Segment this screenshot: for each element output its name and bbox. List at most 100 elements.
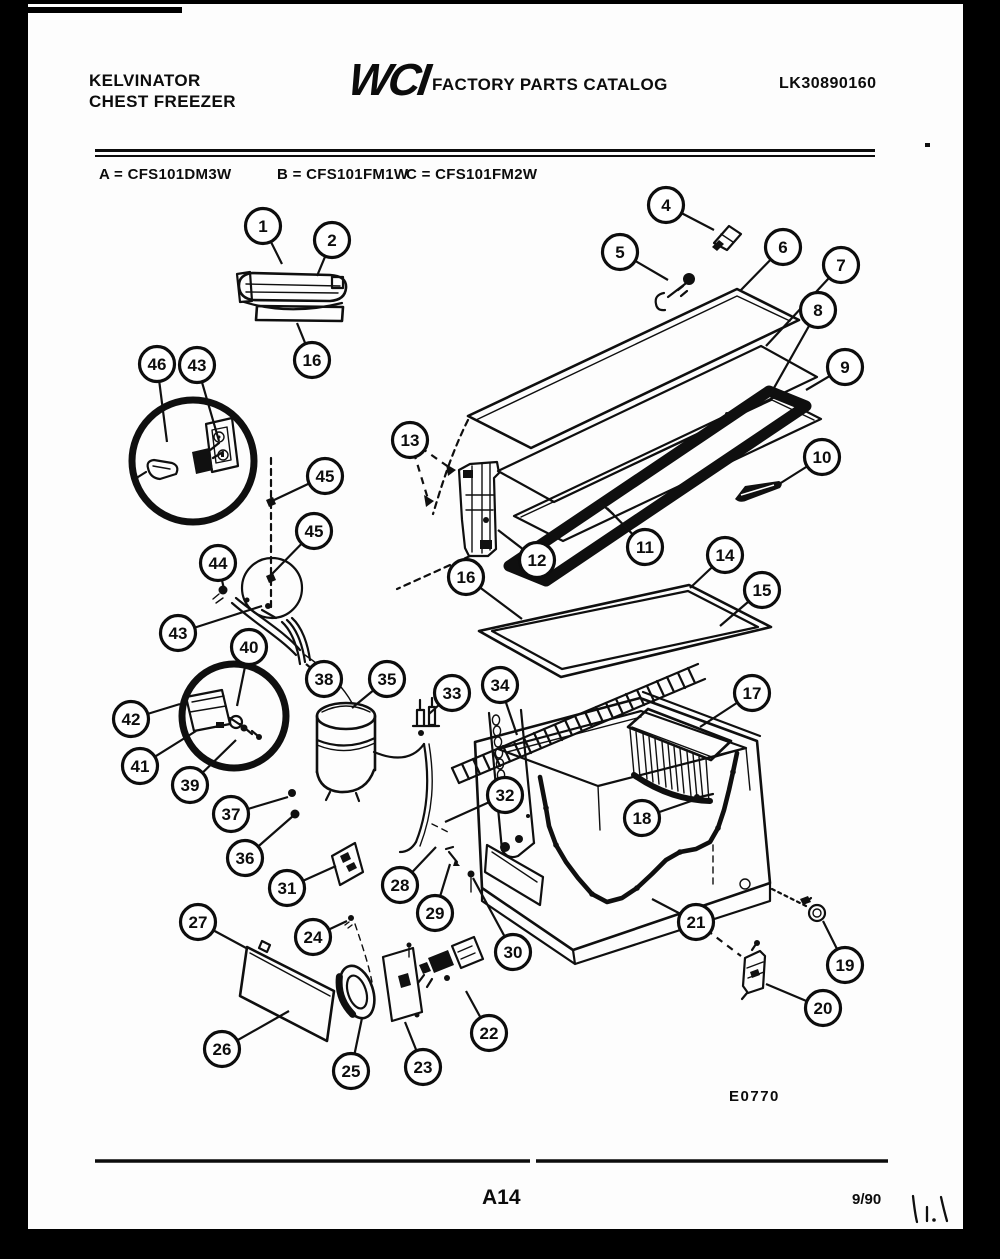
model-b: B = CFS101FM1W [277, 166, 409, 183]
callout-6: 6 [739, 227, 803, 292]
machine-compartment-parts [238, 789, 485, 1043]
svg-text:44: 44 [209, 554, 228, 573]
svg-text:28: 28 [391, 876, 410, 895]
callout-41: 41 [120, 730, 197, 786]
svg-text:26: 26 [213, 1040, 232, 1059]
callout-17: 17 [699, 673, 772, 728]
svg-text:37: 37 [222, 805, 241, 824]
svg-text:15: 15 [753, 581, 772, 600]
callout-23: 23 [403, 1021, 443, 1087]
lid-spacer-strip [735, 481, 782, 502]
header-rule-bottom [95, 155, 875, 157]
callout-19: 19 [822, 920, 865, 985]
callout-45: 45 [270, 511, 334, 576]
callout-43: 43 [158, 604, 263, 653]
callout-43: 43 [177, 345, 221, 442]
callout-16: 16 [292, 322, 332, 380]
leveler-clip-group [740, 896, 827, 1001]
svg-text:31: 31 [278, 879, 297, 898]
callout-1: 1 [243, 206, 283, 265]
svg-text:29: 29 [426, 904, 445, 923]
callout-40: 40 [229, 627, 269, 707]
svg-text:27: 27 [189, 913, 208, 932]
scan-edge-right [963, 0, 1000, 1259]
svg-text:36: 36 [236, 849, 255, 868]
page-number: A14 [482, 1186, 521, 1209]
callout-39: 39 [170, 739, 237, 805]
callout-46: 46 [137, 344, 177, 443]
figure-code: E0770 [729, 1088, 780, 1105]
svg-text:11: 11 [636, 538, 654, 557]
callout-34: 34 [480, 665, 520, 736]
svg-text:10: 10 [813, 448, 832, 467]
svg-text:33: 33 [443, 684, 462, 703]
svg-text:4: 4 [661, 196, 671, 215]
thermostat-hardware-group [212, 456, 353, 704]
scan-edge-bottom [0, 1229, 1000, 1259]
svg-text:40: 40 [240, 638, 259, 657]
svg-text:20: 20 [814, 999, 833, 1018]
callout-28: 28 [380, 846, 437, 905]
callout-29: 29 [415, 863, 455, 933]
svg-text:5: 5 [615, 243, 624, 262]
svg-text:45: 45 [305, 522, 324, 541]
callout-44: 44 [198, 543, 238, 590]
svg-text:25: 25 [342, 1062, 361, 1081]
date-code: 9/90 [852, 1191, 882, 1208]
svg-text:18: 18 [633, 809, 652, 828]
svg-text:23: 23 [414, 1058, 433, 1077]
callout-22: 22 [465, 990, 509, 1053]
callout-15: 15 [719, 570, 782, 627]
cord-detail-balloon [128, 396, 258, 526]
header-rule-top [95, 149, 875, 152]
brand-line2: CHEST FREEZER [89, 92, 236, 111]
callout-32: 32 [444, 775, 525, 824]
scan-edge-top [28, 0, 1000, 4]
lid-stack-group [431, 287, 823, 587]
svg-text:8: 8 [813, 301, 822, 320]
basket-group [626, 707, 737, 804]
svg-text:16: 16 [457, 568, 476, 587]
scan-edge-left [0, 0, 28, 1259]
svg-text:38: 38 [315, 670, 334, 689]
svg-text:6: 6 [778, 238, 787, 257]
lid-handle-group [235, 270, 348, 323]
callout-20: 20 [765, 982, 843, 1028]
callout-33: 33 [428, 673, 472, 715]
svg-text:21: 21 [687, 913, 706, 932]
svg-text:9: 9 [840, 358, 849, 377]
cabinet-group [473, 690, 808, 966]
svg-text:2: 2 [327, 231, 336, 250]
model-a: A = CFS101DM3W [99, 166, 232, 183]
svg-text:43: 43 [169, 624, 188, 643]
callout-18: 18 [622, 796, 701, 838]
callout-36: 36 [225, 815, 294, 878]
callout-13: 13 [390, 420, 451, 500]
callout-37: 37 [211, 794, 289, 834]
brand-line1: KELVINATOR [89, 71, 201, 90]
svg-text:7: 7 [836, 256, 845, 275]
callout-4: 4 [646, 185, 715, 231]
callout-42: 42 [111, 699, 181, 739]
callout-16: 16 [446, 557, 523, 620]
catalog-part-number: LK30890160 [779, 75, 877, 92]
callout-7: 7 [765, 245, 861, 347]
svg-text:46: 46 [148, 355, 167, 374]
svg-text:19: 19 [836, 956, 855, 975]
svg-text:12: 12 [528, 551, 547, 570]
callout-27: 27 [178, 902, 249, 950]
callout-45: 45 [271, 456, 345, 502]
compressor-group [315, 696, 449, 854]
svg-text:1: 1 [258, 217, 267, 236]
drain-screws-group [444, 845, 475, 893]
callout-11: 11 [606, 507, 665, 567]
callout-26: 26 [202, 1010, 290, 1069]
svg-text:45: 45 [316, 467, 335, 486]
svg-text:42: 42 [122, 710, 141, 729]
footer-marks [95, 143, 949, 1224]
callout-2: 2 [312, 220, 352, 277]
svg-text:41: 41 [131, 757, 150, 776]
